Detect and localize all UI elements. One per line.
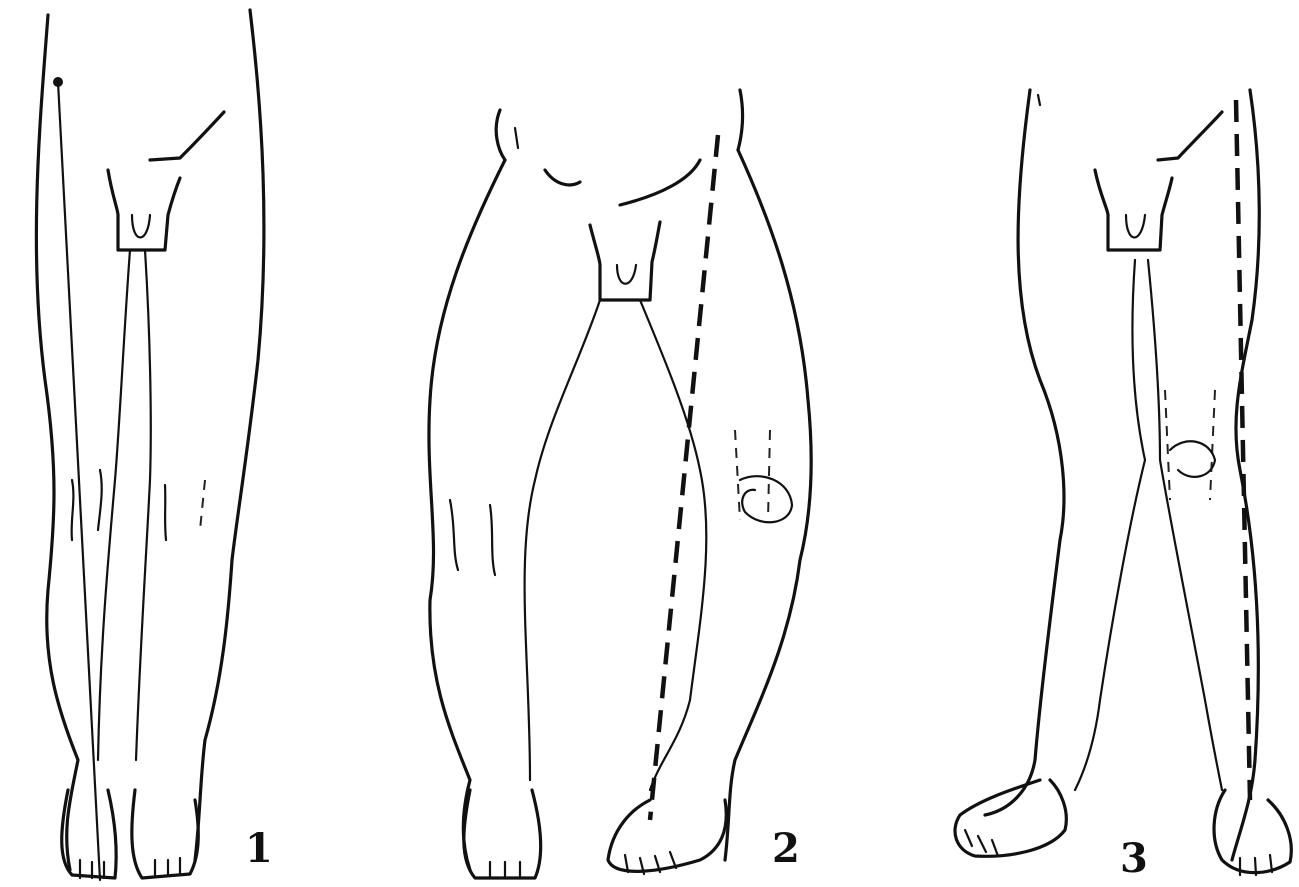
panel-3-label: 3: [1120, 835, 1148, 882]
panel-2-bow-legs: 2: [429, 90, 811, 878]
panel-1-label: 1: [245, 825, 273, 872]
panel-2-label: 2: [772, 825, 800, 872]
panel-1-normal-legs: 1: [36, 10, 272, 880]
panel-3-knock-knees: 3: [955, 90, 1291, 882]
